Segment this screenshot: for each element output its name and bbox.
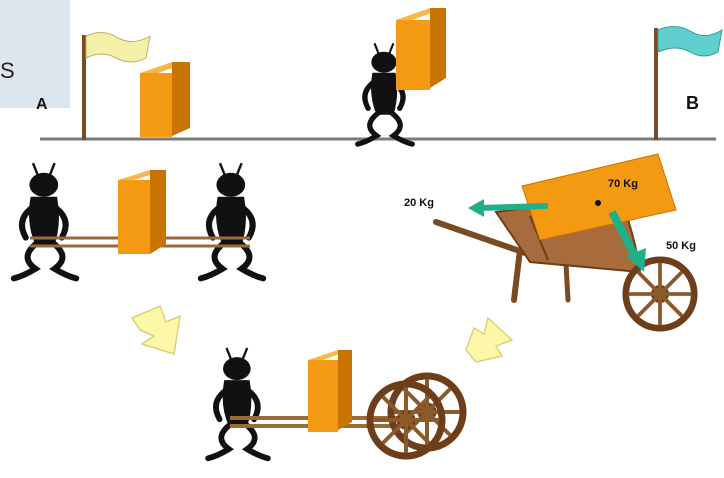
point-b-label: B [686, 93, 699, 114]
force-70kg-label: 70 Kg [608, 178, 638, 190]
process-arrow-down [132, 306, 180, 354]
force-50kg-label: 50 Kg [666, 240, 696, 252]
ant-with-cart [208, 348, 463, 458]
two-ants-with-poles [14, 163, 263, 278]
process-arrow-up [466, 318, 512, 362]
force-20kg-label: 20 Kg [404, 197, 434, 209]
wheelbarrow [436, 154, 694, 328]
point-a-label: A [36, 96, 48, 114]
ant-carrying-box-overhead [358, 8, 446, 144]
box-start [140, 62, 190, 137]
flag-b [656, 26, 722, 140]
